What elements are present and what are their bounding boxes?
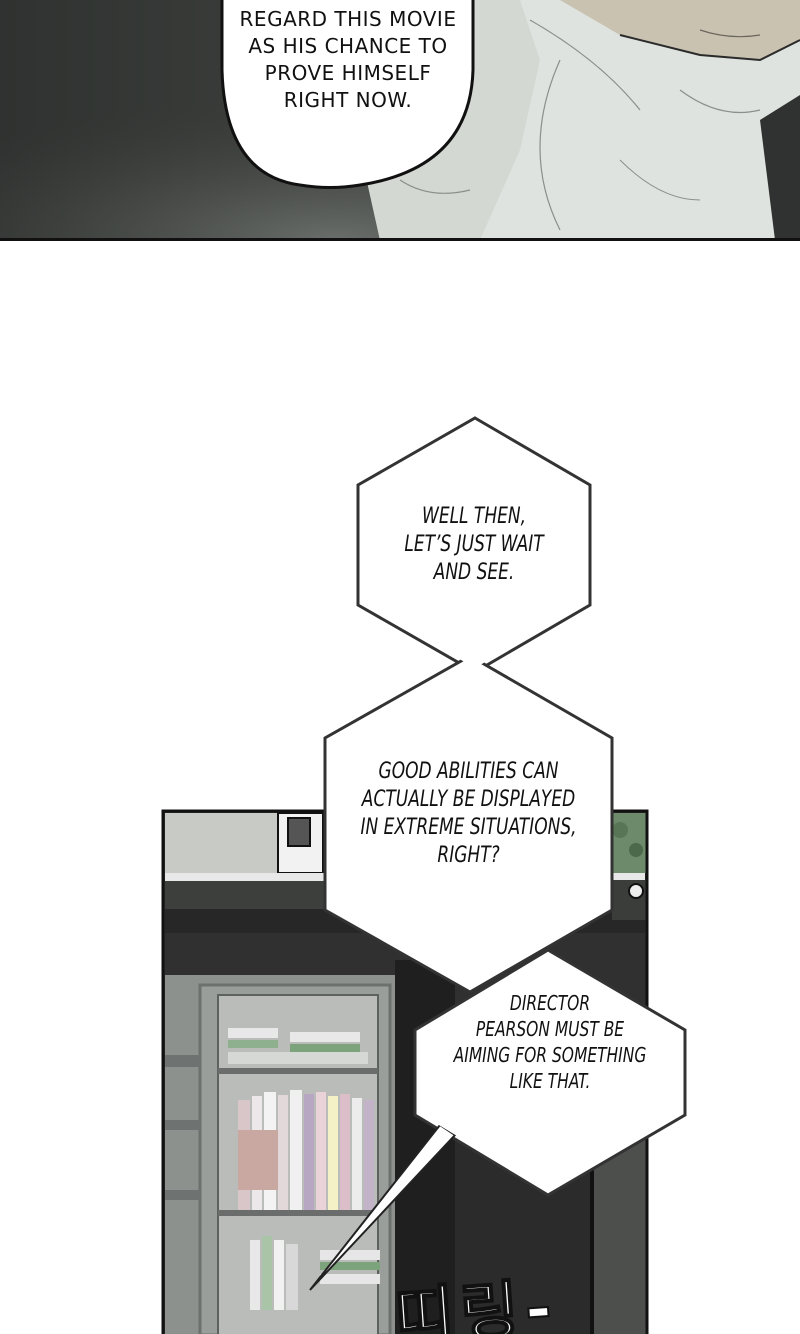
speech-line: RIGHT NOW.	[283, 88, 413, 112]
bubble-line: IN EXTREME SITUATIONS,	[360, 815, 577, 840]
bubble-line: ACTUALLY BE DISPLAYED	[361, 787, 576, 812]
bubble-line: LIKE THAT.	[509, 1069, 591, 1093]
bubble-line: DIRECTOR	[509, 991, 591, 1015]
bubble-line: PEARSON MUST BE	[475, 1017, 625, 1041]
bubble-line: GOOD ABILITIES CAN	[378, 759, 559, 784]
bubble-line: WELL THEN,	[421, 504, 527, 529]
bubble-line: LET’S JUST WAIT	[404, 532, 544, 557]
hex-bubble-1: WELL THEN, LET’S JUST WAIT AND SEE.	[374, 503, 574, 587]
top-panel-art	[0, 0, 800, 241]
speech-line: REGARD THIS MOVIE	[239, 7, 457, 31]
speech-line: AS HIS CHANCE TO	[248, 34, 448, 58]
bubble-line: AND SEE.	[433, 560, 515, 585]
bubble-line: AIMING FOR SOMETHING	[453, 1043, 647, 1067]
hex-bubble-2: GOOD ABILITIES CAN ACTUALLY BE DISPLAYED…	[345, 758, 592, 870]
speech-bubble-top: REGARD THIS MOVIE AS HIS CHANCE TO PROVE…	[222, 6, 474, 114]
bubble-line: RIGHT?	[437, 843, 500, 868]
hex-bubble-3: DIRECTOR PEARSON MUST BE AIMING FOR SOME…	[434, 990, 666, 1094]
sound-effect-text: 띠링-	[392, 1270, 561, 1334]
speech-line: PROVE HIMSELF	[264, 61, 432, 85]
